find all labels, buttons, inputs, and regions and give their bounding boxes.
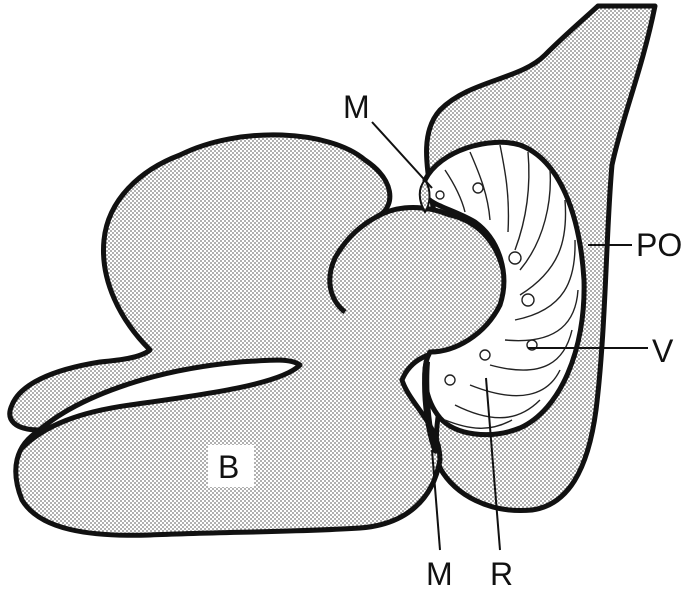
label-upper-m: M	[343, 89, 370, 125]
label-po: PO	[636, 227, 682, 263]
label-v: V	[652, 333, 674, 369]
label-r: R	[490, 556, 513, 589]
label-lower-m: M	[426, 556, 453, 589]
label-b: B	[218, 449, 239, 485]
